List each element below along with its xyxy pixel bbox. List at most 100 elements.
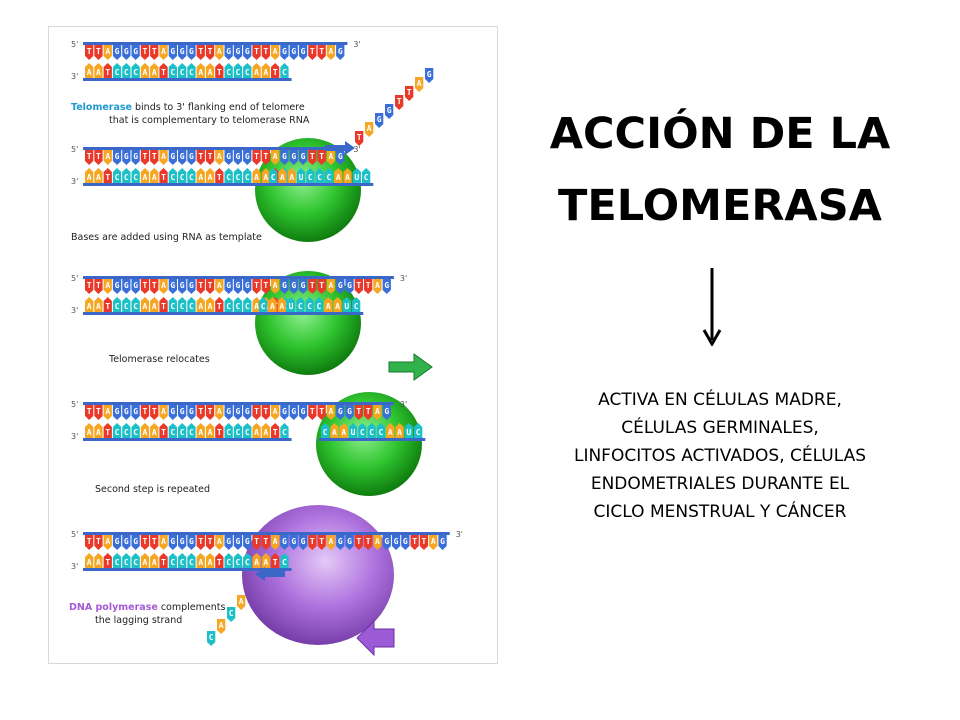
bottom-strand-base: C (233, 423, 243, 438)
free-nucleotide: A (237, 595, 246, 610)
svg-text:T: T (208, 152, 213, 161)
svg-text:A: A (263, 68, 268, 77)
rna-template-base: C (324, 168, 334, 183)
svg-text:C: C (236, 428, 241, 437)
svg-text:G: G (115, 152, 120, 161)
rna-template-base: C (362, 168, 371, 183)
bottom-strand-base: A (252, 297, 261, 312)
extension-strand-base: G (382, 405, 391, 420)
top-strand-base: A (215, 45, 224, 60)
bottom-strand-base: C (187, 63, 196, 78)
svg-text:A: A (87, 558, 92, 567)
top-strand-base: A (159, 150, 168, 165)
title-line-2: TELOMERASA (558, 181, 882, 231)
svg-text:A: A (208, 173, 213, 182)
svg-text:A: A (198, 302, 203, 311)
svg-text:T: T (254, 407, 259, 416)
top-strand-base: G (336, 279, 345, 294)
svg-text:A: A (217, 152, 222, 161)
top-strand-base: G (187, 405, 196, 420)
svg-text:T: T (366, 281, 371, 290)
svg-text:T: T (217, 173, 222, 182)
svg-text:T: T (105, 302, 110, 311)
rna-template-base: C (306, 168, 315, 183)
top-strand-base: A (271, 150, 280, 165)
top-strand-backbone (83, 42, 348, 45)
svg-text:G: G (291, 407, 296, 416)
down-arrow-icon (702, 268, 722, 346)
three-prime-label: 3' (71, 432, 78, 441)
top-strand-base: T (140, 535, 150, 550)
svg-text:G: G (189, 281, 194, 290)
svg-text:A: A (329, 407, 334, 416)
bottom-strand-base: A (150, 168, 159, 183)
svg-text:T: T (263, 47, 268, 56)
bottom-strand-base: C (243, 297, 252, 312)
bottom-strand-base: A (85, 168, 94, 183)
top-strand-base: G (187, 279, 196, 294)
rna-template-base: A (287, 168, 296, 183)
bottom-strand-base: C (122, 168, 131, 183)
svg-text:C: C (170, 428, 175, 437)
top-strand-base: T (150, 535, 159, 550)
relocate-right-arrow-icon (388, 353, 433, 381)
svg-text:A: A (217, 47, 222, 56)
svg-text:A: A (280, 173, 285, 182)
svg-text:T: T (161, 302, 166, 311)
svg-text:G: G (301, 281, 306, 290)
svg-text:T: T (319, 407, 324, 416)
svg-text:T: T (208, 47, 213, 56)
top-strand-base: T (308, 279, 317, 294)
top-strand-base: T (261, 150, 270, 165)
bottom-strand-base: A (196, 297, 205, 312)
top-strand-base: T (308, 45, 317, 60)
svg-text:G: G (301, 152, 306, 161)
svg-text:A: A (273, 281, 278, 290)
svg-text:C: C (229, 609, 234, 618)
top-strand-base: T (261, 405, 270, 420)
bottom-strand-base: C (178, 423, 187, 438)
svg-text:C: C (282, 558, 287, 567)
svg-text:A: A (217, 537, 222, 546)
svg-text:C: C (180, 68, 185, 77)
bottom-strand-base: A (205, 553, 215, 568)
top-strand-base: A (159, 279, 168, 294)
free-nucleotide: G (385, 104, 394, 119)
svg-text:C: C (317, 173, 322, 182)
svg-text:G: G (427, 70, 432, 79)
svg-text:T: T (217, 68, 222, 77)
bottom-strand-base: C (122, 297, 131, 312)
svg-text:C: C (236, 558, 241, 567)
svg-text:G: G (115, 47, 120, 56)
svg-text:G: G (170, 537, 175, 546)
svg-text:A: A (329, 537, 334, 546)
svg-text:C: C (189, 173, 194, 182)
svg-text:C: C (236, 68, 241, 77)
bottom-strand-base: A (150, 423, 159, 438)
svg-text:C: C (180, 558, 185, 567)
svg-text:G: G (124, 47, 129, 56)
svg-text:T: T (143, 537, 148, 546)
svg-text:G: G (245, 47, 250, 56)
top-strand-base: G (289, 150, 298, 165)
bottom-strand-base: A (85, 553, 94, 568)
svg-text:G: G (189, 407, 194, 416)
top-strand-base: T (94, 45, 103, 60)
bottom-strand-base: C (168, 168, 177, 183)
bottom-strand-base: C (233, 63, 243, 78)
svg-text:A: A (270, 302, 275, 311)
top-strand-base: T (196, 150, 205, 165)
svg-text:A: A (208, 302, 213, 311)
rna-template-base: C (296, 297, 305, 312)
svg-text:A: A (329, 281, 334, 290)
svg-text:T: T (87, 152, 92, 161)
top-strand-base: G (280, 535, 289, 550)
svg-text:C: C (379, 428, 384, 437)
svg-text:U: U (289, 302, 294, 311)
svg-text:T: T (356, 407, 361, 416)
top-strand-base: G (280, 279, 289, 294)
svg-text:T: T (217, 428, 222, 437)
svg-text:C: C (133, 68, 138, 77)
svg-text:A: A (397, 428, 402, 437)
svg-text:T: T (310, 47, 315, 56)
